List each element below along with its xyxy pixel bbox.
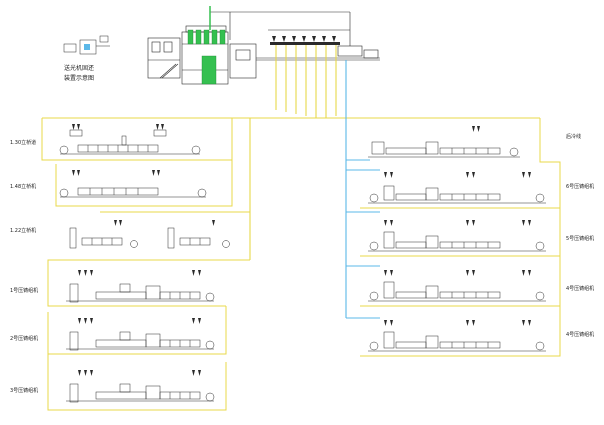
conveyor	[66, 283, 215, 303]
conveyor	[368, 281, 546, 302]
dosing-unit	[78, 270, 93, 276]
green-storage-tanks	[187, 29, 226, 85]
dosing-unit	[192, 318, 201, 324]
conveyor	[368, 185, 546, 204]
legend-inset: 送光机固还 装置示意图	[63, 35, 110, 82]
conveyor	[368, 331, 546, 352]
production-line-left-4: 1号压铸组机	[10, 259, 250, 307]
production-line-left-6: 3号压铸组机	[10, 354, 227, 411]
dosing-unit	[522, 320, 531, 326]
production-line-left-3: 1.22立桥机	[10, 211, 250, 249]
production-line-left-5: 2号压铸组机	[10, 306, 227, 355]
cyan-return-line	[345, 60, 380, 319]
line-label: 5号压铸组机	[566, 235, 594, 242]
conveyor	[66, 331, 215, 351]
line-label: 1.22立桥机	[10, 227, 36, 234]
legend-title-line1: 送光机固还	[64, 64, 94, 72]
dosing-unit	[114, 220, 122, 226]
yellow-loop	[47, 354, 227, 411]
dosing-unit	[192, 270, 201, 276]
dosing-unit	[522, 220, 531, 226]
production-line-right-5: 4号压铸组机	[368, 320, 594, 352]
dosing-unit	[384, 320, 393, 326]
dosing-unit	[78, 370, 93, 376]
dosing-unit	[472, 126, 480, 132]
conveyor	[66, 383, 215, 403]
dosing-unit	[522, 270, 531, 276]
conveyor	[368, 231, 546, 252]
production-line-left-1: 1.30立桥道	[10, 118, 233, 161]
conveyor	[368, 141, 520, 158]
production-line-right-3: 5号压铸组机	[368, 220, 594, 252]
line-label: 后冷线	[566, 133, 581, 140]
dosing-unit	[522, 172, 531, 178]
line-label: 1.48立桥机	[10, 183, 36, 190]
conveyor	[59, 187, 207, 198]
dosing-unit	[153, 124, 167, 137]
dosing-unit	[384, 220, 393, 226]
distributor-valves	[270, 36, 340, 45]
line-label: 3号压铸组机	[10, 387, 38, 394]
yellow-supply-headers	[42, 45, 540, 260]
right-production-lines: 后冷线 6号压铸组机	[360, 118, 594, 357]
dosing-unit	[78, 318, 93, 324]
yellow-right-loops	[360, 118, 561, 357]
dosing-unit	[152, 170, 160, 176]
dosing-unit	[72, 170, 80, 176]
dosing-unit	[466, 220, 475, 226]
legend-title-line2: 装置示意图	[64, 74, 94, 82]
dosing-unit	[384, 270, 393, 276]
line-label: 2号压铸组机	[10, 335, 38, 342]
dosing-unit	[69, 124, 83, 137]
yellow-loop	[41, 118, 233, 161]
line-label: 6号压铸组机	[566, 183, 594, 190]
left-production-lines: 1.30立桥道 1.48立桥机	[10, 118, 250, 411]
dosing-unit	[466, 320, 475, 326]
line-label: 4号压铸组机	[566, 285, 594, 292]
dosing-unit	[466, 270, 475, 276]
production-line-right-2: 6号压铸组机	[368, 172, 594, 204]
line-label: 4号压铸组机	[566, 331, 594, 338]
yellow-loop	[55, 160, 233, 207]
line-label: 1.30立桥道	[10, 139, 36, 146]
dosing-unit	[212, 220, 215, 226]
production-line-right-4: 4号压铸组机	[368, 270, 594, 302]
dosing-unit	[384, 172, 393, 178]
line-label: 1号压铸组机	[10, 287, 38, 294]
main-plant-equipment	[147, 11, 380, 85]
conveyor	[69, 227, 230, 249]
production-line-right-1: 后冷线	[368, 126, 581, 158]
yellow-loop	[47, 259, 250, 307]
production-line-left-2: 1.48立桥机	[10, 160, 233, 207]
dosing-unit	[466, 172, 475, 178]
dosing-unit	[192, 370, 201, 376]
yellow-loop	[47, 306, 227, 355]
conveyor	[59, 135, 201, 155]
